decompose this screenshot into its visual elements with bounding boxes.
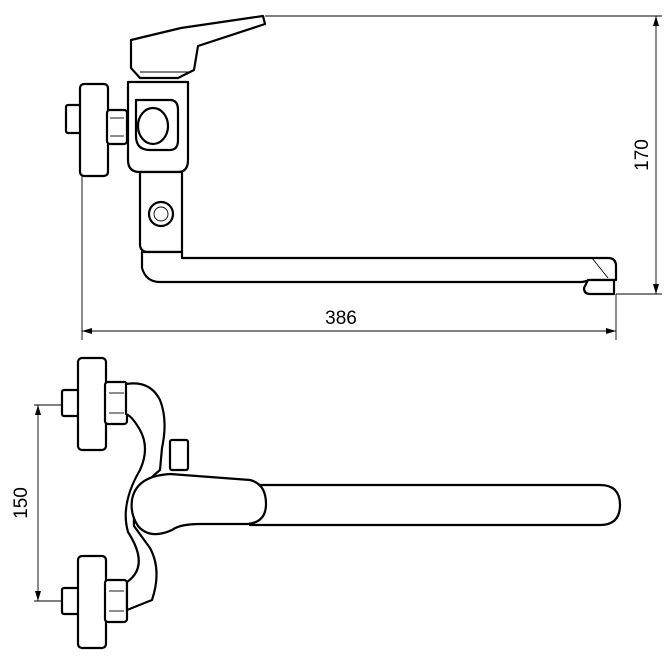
side-lower-body (138, 170, 184, 254)
top-lower-connector (60, 554, 129, 650)
side-wall-connector (64, 82, 129, 178)
side-mixer-body (126, 80, 190, 174)
top-mixer-body (124, 382, 166, 612)
dimension-lines (34, 15, 662, 602)
top-view (60, 356, 622, 650)
dimension-spacing-label: 150 (11, 487, 32, 519)
dimension-width-label: 386 (325, 308, 357, 329)
side-handle-lever (129, 14, 267, 80)
top-spout (248, 483, 622, 527)
side-view (64, 14, 618, 296)
top-body-block (168, 438, 190, 472)
dimension-height-label: 170 (632, 139, 653, 171)
top-handle-lever (130, 472, 268, 536)
top-upper-connector (60, 356, 129, 452)
side-spout (140, 250, 618, 296)
